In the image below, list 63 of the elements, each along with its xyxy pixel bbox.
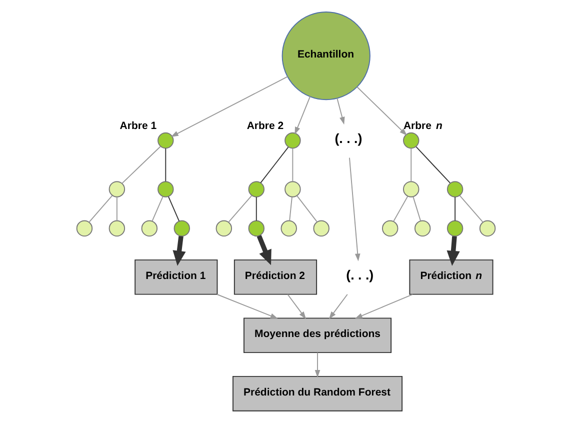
node-label: Arbre 2 — [246, 120, 284, 132]
arrow — [294, 96, 310, 135]
connector — [228, 195, 252, 223]
node-label: Arbre 1 — [119, 120, 156, 132]
arrow — [354, 294, 413, 319]
node-circle — [280, 220, 296, 237]
arrow — [256, 234, 271, 266]
connector — [168, 196, 180, 222]
connector — [392, 196, 408, 222]
node-circle — [76, 220, 92, 237]
connector — [121, 146, 160, 184]
arrow — [348, 157, 360, 262]
connector — [454, 196, 456, 222]
arrow — [314, 352, 320, 378]
node-circle — [284, 181, 300, 198]
node-box: Prédiction 1 — [134, 259, 218, 295]
node-box: Prédiction 2 — [233, 259, 317, 295]
node-circle: Echantillon — [281, 12, 370, 100]
arrow — [170, 76, 288, 137]
arrow — [336, 98, 344, 125]
arrow — [328, 294, 348, 320]
node-circle — [108, 220, 125, 237]
arrow — [446, 236, 460, 266]
node-circle — [312, 220, 329, 237]
connector — [415, 146, 450, 184]
connector — [296, 195, 318, 222]
node-circle — [402, 181, 419, 198]
node-label: Arbre n — [402, 120, 442, 132]
node-circle — [478, 220, 496, 237]
arrow — [172, 236, 186, 266]
connector — [292, 148, 293, 182]
arrow — [216, 294, 278, 319]
node-circle — [382, 220, 398, 237]
connector — [255, 196, 256, 222]
node-circle — [157, 181, 174, 198]
node-box: Prédiction du Random Forest — [232, 376, 402, 412]
node-circle — [173, 220, 190, 237]
node-circle — [402, 132, 419, 149]
connector — [412, 196, 421, 222]
node-circle — [140, 220, 158, 237]
arrow — [286, 294, 306, 320]
arrow — [356, 86, 407, 136]
node-text: (. . .) — [346, 268, 374, 283]
connector — [88, 195, 112, 223]
node-circle — [414, 220, 430, 237]
node-circle — [157, 132, 174, 149]
node-circle — [215, 220, 232, 237]
node-circle — [248, 220, 264, 237]
connector — [260, 146, 288, 184]
connector — [116, 196, 117, 222]
node-circle — [108, 181, 125, 198]
node-box: Moyenne des prédictions — [243, 318, 392, 354]
connector — [410, 148, 412, 182]
node-circle — [446, 181, 463, 198]
node-circle — [446, 220, 463, 237]
node-text: (. . .) — [334, 131, 362, 146]
connector — [288, 196, 292, 222]
node-circle — [248, 181, 264, 198]
node-box: Prédiction n — [408, 259, 493, 295]
node-circle — [284, 132, 300, 149]
connector — [164, 148, 166, 182]
connector — [458, 195, 483, 223]
connector — [151, 196, 163, 222]
